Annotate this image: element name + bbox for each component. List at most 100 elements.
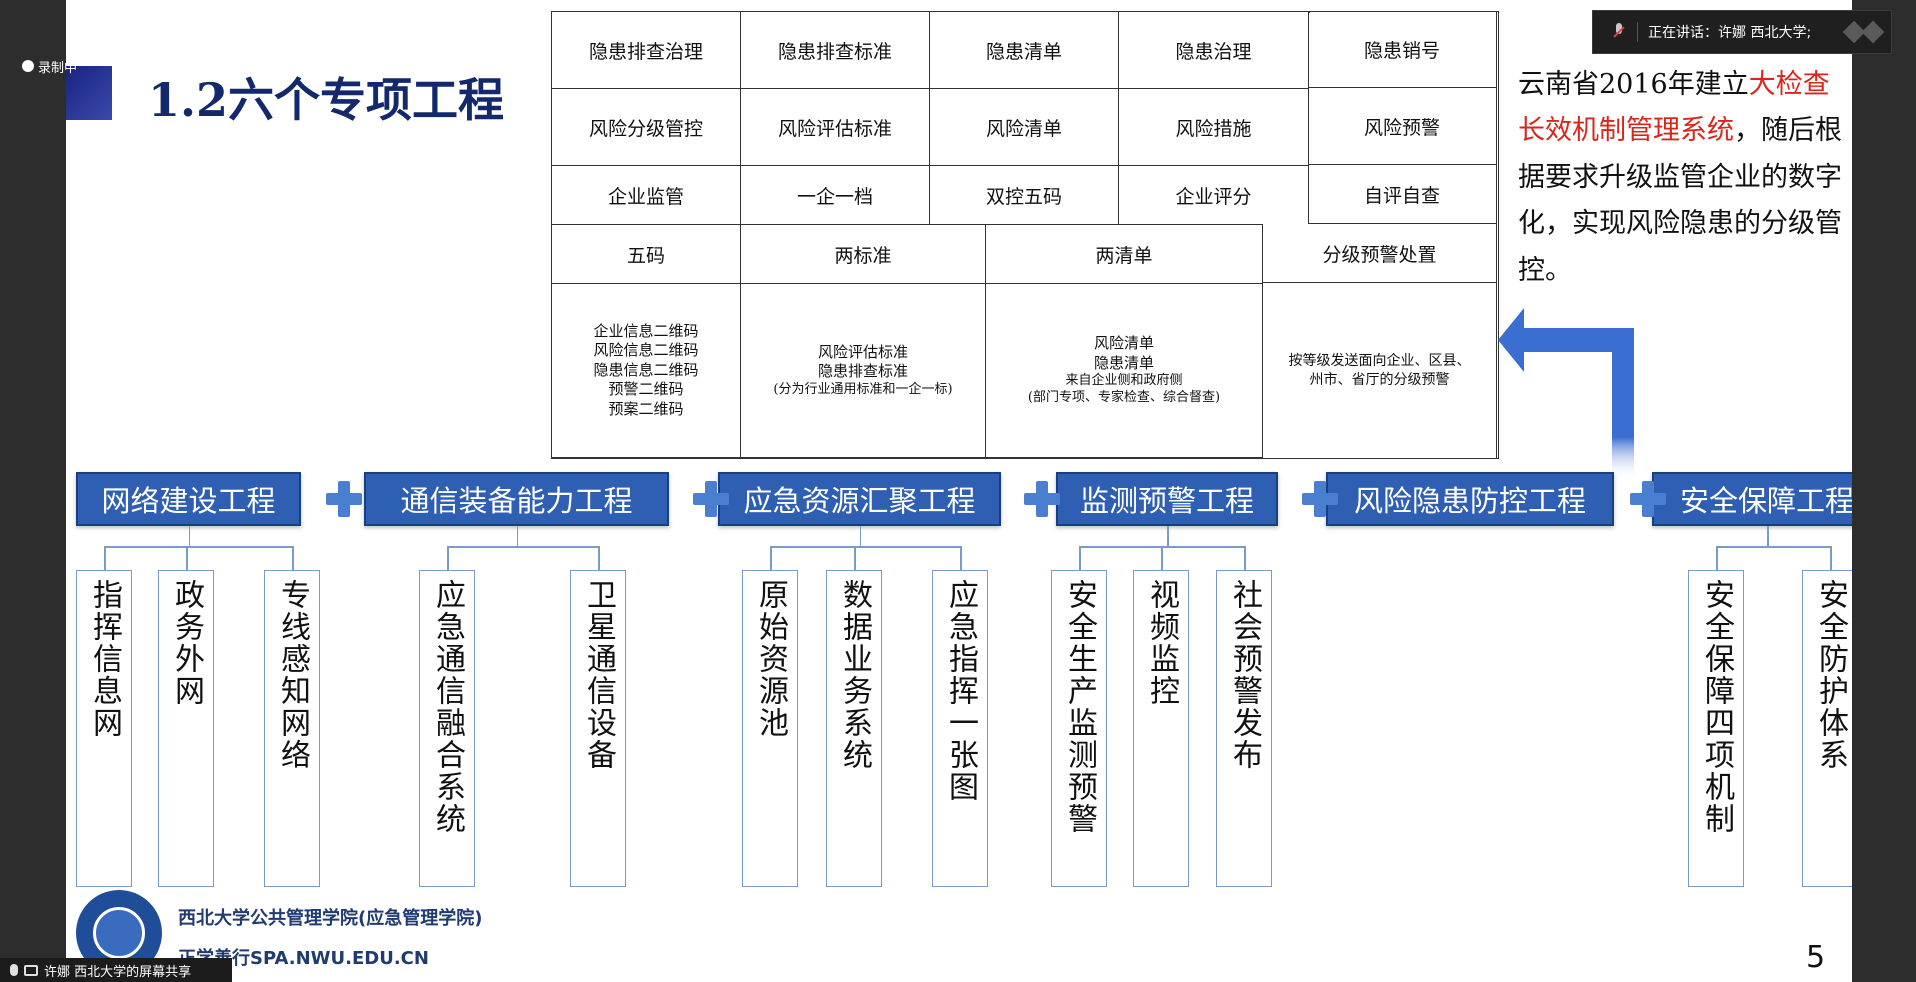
sub-project-label: 安全生产监测预警 [1062, 579, 1097, 835]
sub-project-box: 数据业务系统 [826, 570, 882, 887]
codes-detail-cell: 企业信息二维码 风险信息二维码 隐患信息二维码 预警二维码 预案二维码 [552, 284, 741, 458]
sub-project-label: 社会预警发布 [1227, 579, 1262, 771]
project-box: 风险隐患防控工程 [1326, 472, 1614, 526]
sub-project-box: 视频监控 [1133, 570, 1189, 887]
plus-icon [1024, 481, 1060, 517]
project-box: 网络建设工程 [76, 472, 301, 526]
table-cell: 隐患清单 [930, 12, 1119, 89]
sub-project-box: 应急指挥一张图 [932, 570, 988, 887]
sub-project-box: 卫星通信设备 [570, 570, 626, 887]
school-name: 西北大学公共管理学院(应急管理学院) [178, 908, 483, 929]
shared-slide: 1.2六个专项工程 隐患排查治理 隐患排查标准 隐患清单 隐患治理 风险分级管控… [66, 0, 1852, 982]
table-cell: 双控五码 [930, 166, 1119, 225]
note-highlight: 大检查长效机制管理系统 [1518, 69, 1830, 147]
note-text: 云南省2016年建立 [1518, 69, 1749, 100]
table-cell: 隐患排查治理 [552, 12, 741, 89]
sub-project-label: 应急指挥一张图 [943, 579, 978, 803]
meeting-right-bar [1852, 0, 1916, 982]
detail-line: 预警二维码 [608, 380, 684, 399]
detail-line: 按等级发送面向企业、区县、 [1288, 353, 1471, 370]
detail-line: 企业信息二维码 [593, 321, 699, 340]
connector-line [1167, 526, 1169, 546]
sub-project-box: 社会预警发布 [1216, 570, 1272, 887]
recording-indicator[interactable]: 录制中 [22, 56, 77, 76]
connector-line [447, 546, 449, 570]
table-cell: 隐患排查标准 [741, 12, 930, 89]
sub-project-box: 原始资源池 [742, 570, 798, 887]
sub-project-label: 安全保障四项机制 [1699, 579, 1734, 835]
school-website: 正学善行SPA.NWU.EDU.CN [178, 948, 429, 969]
connector-line [1079, 546, 1081, 570]
table-cell: 风险评估标准 [741, 89, 930, 166]
sub-project-box: 安全防护体系 [1802, 570, 1852, 887]
table-cell: 企业评分 [1119, 166, 1309, 225]
connector-line [1716, 546, 1830, 548]
detail-line: 预案二维码 [608, 399, 684, 418]
connector-line [598, 546, 600, 570]
connector-line [292, 546, 294, 570]
detail-note: (分为行业通用标准和一企一标) [773, 381, 953, 397]
project-box: 安全保障工程 [1652, 472, 1852, 526]
connector-line [186, 546, 188, 570]
slide-title: 1.2六个专项工程 [148, 73, 505, 127]
mic-icon [10, 964, 18, 976]
sub-project-box: 应急通信融合系统 [419, 570, 475, 887]
connector-line [1244, 546, 1246, 570]
detail-line: 风险清单 [1093, 334, 1154, 353]
speaking-label: 正在讲话：许娜 西北大学; [1648, 25, 1812, 41]
table-cell: 企业监管 [552, 166, 741, 225]
sub-project-box: 指挥信息网 [76, 570, 132, 887]
table-cell: 一企一档 [741, 166, 930, 225]
detail-line: 来自企业侧和政府侧 [1065, 373, 1183, 389]
sub-project-box: 安全生产监测预警 [1051, 570, 1107, 887]
connector-line [1830, 546, 1832, 570]
sub-project-label: 卫星通信设备 [581, 579, 616, 771]
plus-icon [693, 481, 729, 517]
connector-line [770, 546, 772, 570]
detail-line: 隐患信息二维码 [593, 360, 699, 379]
detail-line: 风险信息二维码 [593, 341, 699, 360]
speaker-avatar-icon [1842, 20, 1885, 44]
connector-line [104, 546, 292, 548]
screen-share-icon [24, 964, 38, 976]
share-label: 许娜 西北大学的屏幕共享 [44, 964, 192, 980]
connector-line [104, 546, 106, 570]
detail-line: 隐患排查标准 [817, 362, 908, 381]
sub-project-label: 安全防护体系 [1813, 579, 1848, 771]
connector-line [854, 546, 856, 570]
speaking-indicator[interactable]: 正在讲话：许娜 西北大学; [1592, 10, 1892, 54]
sub-project-label: 指挥信息网 [87, 579, 122, 739]
sub-project-label: 专线感知网络 [275, 579, 310, 771]
table-cell: 隐患销号 [1308, 11, 1497, 88]
dual-control-table: 隐患排查治理 隐患排查标准 隐患清单 隐患治理 风险分级管控 风险评估标准 风险… [551, 11, 1499, 459]
title-accent-block [66, 66, 112, 120]
standards-detail-cell: 风险评估标准 隐患排查标准 (分为行业通用标准和一企一标) [741, 284, 986, 458]
table-cell: 风险分级管控 [552, 89, 741, 166]
project-box: 应急资源汇聚工程 [718, 472, 1001, 526]
table-spacer [1309, 12, 1310, 13]
table-cell: 两清单 [986, 225, 1263, 284]
lists-detail-cell: 风险清单 隐患清单 来自企业侧和政府侧 (部门专项、专家检查、综合督查) [986, 284, 1263, 458]
connector-line [1767, 526, 1769, 546]
table-cell: 五码 [552, 225, 741, 284]
table-cell: 风险措施 [1119, 89, 1309, 166]
connector-line [1161, 546, 1163, 570]
connector-line [188, 526, 190, 546]
plus-icon [1302, 481, 1338, 517]
table-cell: 风险清单 [930, 89, 1119, 166]
sub-project-label: 视频监控 [1144, 579, 1179, 707]
connector-line [770, 546, 960, 548]
project-box: 通信装备能力工程 [364, 472, 669, 526]
sub-project-box: 安全保障四项机制 [1688, 570, 1744, 887]
sub-project-box: 政务外网 [158, 570, 214, 887]
screen-share-label[interactable]: 许娜 西北大学的屏幕共享 [0, 958, 232, 982]
plus-icon [1630, 481, 1666, 517]
table-cell: 隐患治理 [1119, 12, 1309, 89]
meeting-left-bar [0, 0, 66, 982]
plus-icon [326, 481, 362, 517]
sub-project-label: 原始资源池 [753, 579, 788, 739]
table-cell: 自评自查 [1308, 165, 1497, 224]
sub-project-label: 政务外网 [169, 579, 204, 707]
cloud-record-icon [22, 60, 34, 72]
note-text: ，随后根据要求升级监管企业的数字化，实现风险隐患的分级管控。 [1518, 115, 1842, 286]
